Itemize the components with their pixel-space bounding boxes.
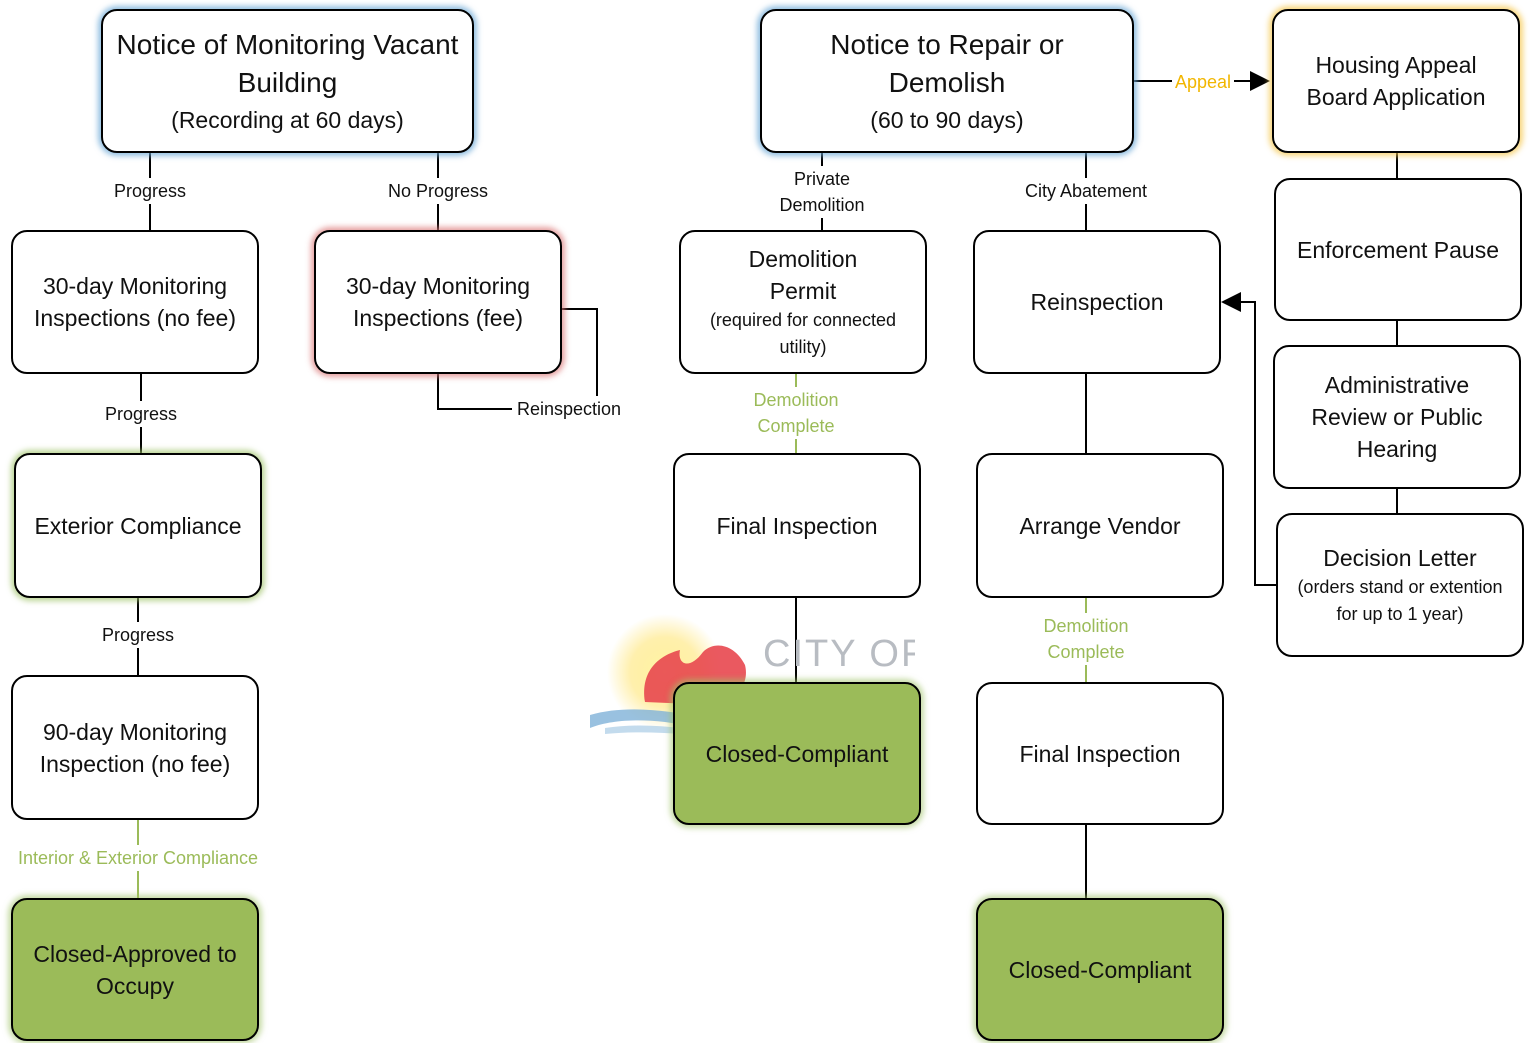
notice-monitoring-title: Notice of Monitoring Vacant Building bbox=[116, 29, 459, 98]
notice-monitoring-box: Notice of Monitoring Vacant Building (Re… bbox=[101, 9, 474, 153]
monitor30-nofee-title: 30-day Monitoring Inspections (no fee) bbox=[33, 273, 236, 331]
decision-letter-box: Decision Letter (orders stand or extenti… bbox=[1276, 513, 1524, 657]
label-reinspection-loop: Reinspection bbox=[512, 396, 626, 422]
demo-permit-title: Demolition Permit bbox=[748, 246, 858, 304]
arrange-vendor-box: Arrange Vendor bbox=[976, 453, 1224, 598]
demo-permit-box: Demolition Permit (required for connecte… bbox=[679, 230, 927, 374]
notice-repair-title: Notice to Repair or Demolish bbox=[830, 29, 1064, 98]
logo-text: CITY OF bbox=[763, 633, 915, 675]
final-inspection-right-title: Final Inspection bbox=[1019, 740, 1181, 767]
label-demo-complete-right: Demolition Complete bbox=[1036, 613, 1136, 665]
closed-occupy-title: Closed-Approved to Occupy bbox=[33, 940, 237, 999]
housing-appeal-box: Housing Appeal Board Application bbox=[1272, 9, 1520, 153]
closed-compliant-right-box: Closed-Compliant bbox=[976, 898, 1224, 1041]
label-demo-complete-left: Demolition Complete bbox=[746, 387, 846, 439]
closed-compliant-right-title: Closed-Compliant bbox=[1008, 956, 1192, 983]
monitor90-box: 90-day Monitoring Inspection (no fee) bbox=[11, 675, 259, 820]
decision-letter-sub: (orders stand or extention for up to 1 y… bbox=[1297, 577, 1503, 624]
label-city-abatement: City Abatement bbox=[1016, 178, 1156, 204]
label-interior-exterior: Interior & Exterior Compliance bbox=[4, 845, 272, 871]
notice-repair-box: Notice to Repair or Demolish (60 to 90 d… bbox=[760, 9, 1134, 153]
demo-permit-sub: (required for connected utility) bbox=[709, 310, 897, 357]
label-no-progress: No Progress bbox=[383, 178, 493, 204]
enforcement-pause-box: Enforcement Pause bbox=[1274, 178, 1522, 321]
exterior-compliance-title: Exterior Compliance bbox=[34, 512, 242, 539]
closed-compliant-left-title: Closed-Compliant bbox=[705, 740, 889, 767]
label-appeal: Appeal bbox=[1172, 69, 1234, 95]
decision-letter-title: Decision Letter bbox=[1323, 545, 1477, 571]
closed-compliant-left-box: Closed-Compliant bbox=[673, 682, 921, 825]
housing-appeal-title: Housing Appeal Board Application bbox=[1306, 52, 1486, 110]
admin-review-title: Administrative Review or Public Hearing bbox=[1311, 372, 1483, 462]
final-inspection-left-title: Final Inspection bbox=[716, 512, 878, 539]
monitor90-title: 90-day Monitoring Inspection (no fee) bbox=[39, 718, 231, 777]
monitor30-fee-title: 30-day Monitoring Inspections (fee) bbox=[345, 273, 531, 331]
label-progress-3: Progress bbox=[98, 622, 178, 648]
reinspection-box: Reinspection bbox=[973, 230, 1221, 374]
label-progress-1: Progress bbox=[110, 178, 190, 204]
admin-review-box: Administrative Review or Public Hearing bbox=[1273, 345, 1521, 489]
final-inspection-right-box: Final Inspection bbox=[976, 682, 1224, 825]
label-progress-2: Progress bbox=[101, 401, 181, 427]
notice-monitoring-sub: (Recording at 60 days) bbox=[171, 107, 404, 133]
notice-repair-sub: (60 to 90 days) bbox=[870, 107, 1024, 133]
reinspection-title: Reinspection bbox=[1030, 289, 1164, 315]
monitor30-fee-box: 30-day Monitoring Inspections (fee) bbox=[314, 230, 562, 374]
label-private-demolition: Private Demolition bbox=[767, 166, 877, 218]
final-inspection-left-box: Final Inspection bbox=[673, 453, 921, 598]
monitor30-nofee-box: 30-day Monitoring Inspections (no fee) bbox=[11, 230, 259, 374]
closed-occupy-box: Closed-Approved to Occupy bbox=[11, 898, 259, 1041]
enforcement-pause-title: Enforcement Pause bbox=[1296, 236, 1499, 263]
exterior-compliance-box: Exterior Compliance bbox=[14, 453, 262, 598]
arrange-vendor-title: Arrange Vendor bbox=[1019, 512, 1181, 539]
